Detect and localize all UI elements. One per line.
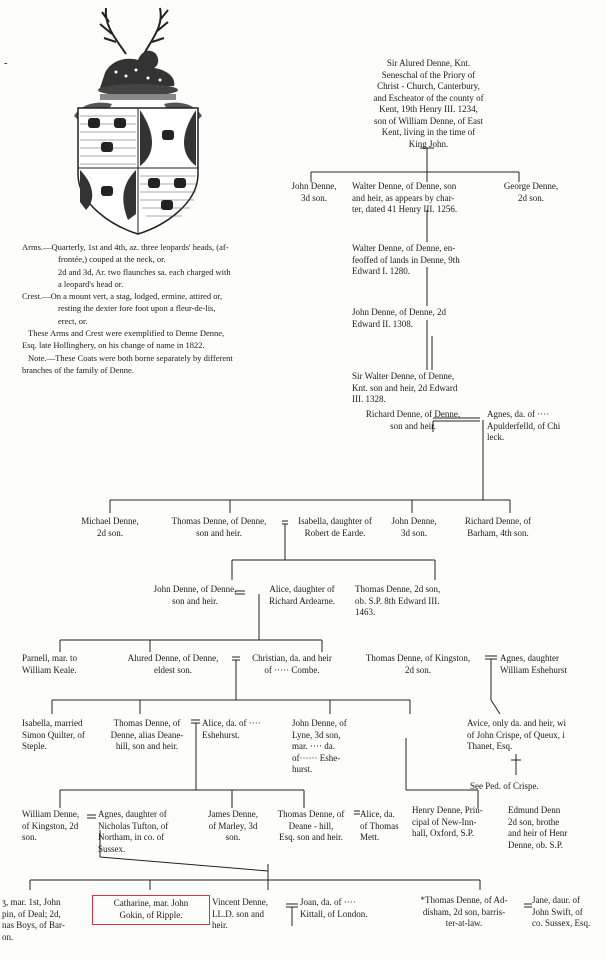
person-parnell: Parnell, mar. to William Keale.	[22, 653, 112, 676]
person-jane-swift: Jane, daur. of John Swift, of co. Sussex…	[532, 895, 606, 930]
person-alured-eldest-son: Alured Denne, of Denne, eldest son.	[112, 653, 234, 676]
person-william-kingston: William Denne, of Kingston, 2d son.	[22, 809, 98, 844]
person-christian-combe: Christian, da. and heir of ····· Combe.	[240, 653, 344, 676]
person-isabella-earde: Isabella, daughter of Robert de Earde.	[287, 516, 383, 539]
person-thomas-adisham: *Thomas Denne, of Ad- disham, 2d son, ba…	[404, 895, 524, 930]
person-alured-knight: Sir Alured Denne, Knt. Seneschal of the …	[356, 58, 501, 150]
person-john-lyne: John Denne, of Lyne, 3d son, mar. ···· d…	[292, 718, 362, 776]
highlight-box	[92, 895, 210, 925]
person-agnes-apulderfelld: Agnes, da. of ···· Apulderfelld, of Chi …	[487, 409, 605, 444]
person-michael-2d-son: Michael Denne, 2d son.	[72, 516, 148, 539]
person-thomas-son-and-heir: Thomas Denne, of Denne, son and heir.	[156, 516, 282, 539]
person-edmund: Edmund Denn 2d son, brothe and heir of H…	[508, 805, 606, 851]
person-walter-denne-1280: Walter Denne, of Denne, en- feoffed of l…	[352, 243, 502, 278]
person-agnes-eshehurst: Agnes, daughter William Eshehurst	[500, 653, 606, 676]
person-sir-walter-1328: Sir Walter Denne, of Denne, Knt. son and…	[352, 371, 502, 406]
person-isabella-quilter: Isabella, married Simon Quilter, of Step…	[22, 718, 104, 753]
see-pedigree-crispe-link: See Ped. of Crispe.	[470, 781, 606, 793]
person-joan-kittall: Joan, da. of ···· Kittall, of London.	[300, 897, 400, 920]
person-richard-denne: Richard Denne, of Denne, son and heir.	[348, 409, 478, 432]
person-george-2d-son: George Denne, 2d son.	[500, 181, 562, 204]
person-agnes-tufton: Agnes, daughter of Nicholas Tufton, of N…	[98, 809, 198, 855]
person-alice-ardearne: Alice, daughter of Richard Ardearne.	[252, 584, 352, 607]
person-john-son-and-heir: John Denne, of Denne, son and heir.	[140, 584, 250, 607]
person-walter-denne-1256: Walter Denne, of Denne, son and heir, as…	[352, 181, 502, 216]
person-thomas-deanehill-2: Thomas Denne, of Deane - hill, Esq. son …	[268, 809, 354, 844]
person-avice-crispe: Avice, only da. and heir, wi of John Cri…	[467, 718, 606, 753]
person-thomas-deanehill: Thomas Denne, of Denne, alias Deane- hil…	[100, 718, 194, 753]
person-thomas-kingston: Thomas Denne, of Kingston, 2d son.	[352, 653, 484, 676]
person-alice-eshehurst: Alice, da. of ···· Eshehurst.	[202, 718, 280, 741]
person-john-3d-son-b: John Denne, 3d son.	[385, 516, 443, 539]
person-alice-mett: Alice, da. of Thomas Mett.	[360, 809, 410, 844]
person-james-marley: James Denne, of Marley, 3d son.	[198, 809, 268, 844]
person-john-denne-1308: John Denne, of Denne, 2d Edward II. 1308…	[352, 307, 502, 330]
person-fragment-left: ʒ, mar. 1st, John pin, of Deal; 2d, nas …	[2, 897, 94, 943]
person-vincent-lld: Vincent Denne, LL.D. son and heir.	[212, 897, 288, 932]
person-thomas-2d-son-sp: Thomas Denne, 2d son, ob. S.P. 8th Edwar…	[355, 584, 485, 619]
person-john-3d-son: John Denne, 3d son.	[285, 181, 343, 204]
person-richard-barham: Richard Denne, of Barham, 4th son.	[450, 516, 546, 539]
person-henry-newinn: Henry Denne, Prin- cipal of New-Inn- hal…	[412, 805, 502, 840]
